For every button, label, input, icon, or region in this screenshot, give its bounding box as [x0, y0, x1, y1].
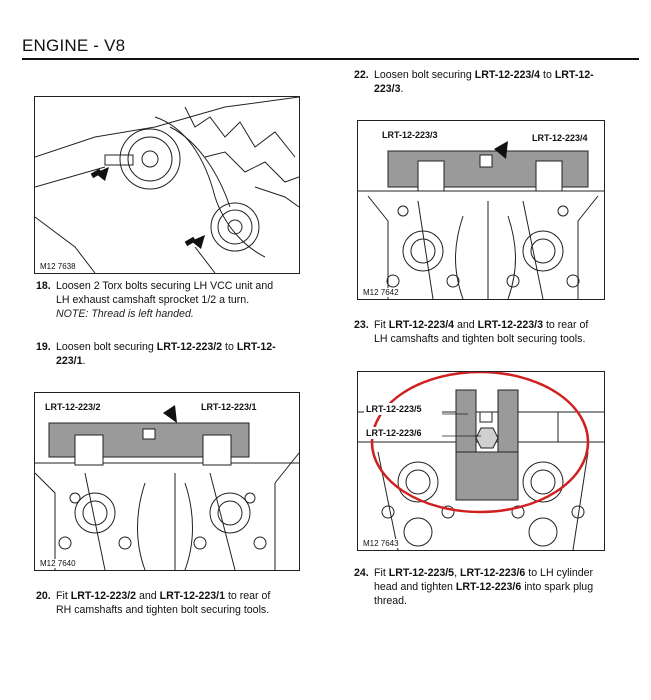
figure-lh-camshaft-tools: LRT-12-223/3 LRT-12-223/4 M12 7642: [357, 120, 605, 300]
page-title: ENGINE - V8: [22, 36, 126, 55]
lh-camshaft-illustration: LRT-12-223/3 LRT-12-223/4: [358, 130, 604, 299]
note-text: NOTE: Thread is left handed.: [56, 308, 194, 320]
label-lrt-12-223-2: LRT-12-223/2: [45, 402, 101, 412]
figure-code: M12 7638: [39, 262, 77, 271]
label-lrt-12-223-5: LRT-12-223/5: [366, 404, 422, 414]
figure-code: M12 7642: [362, 288, 400, 297]
label-lrt-12-223-3: LRT-12-223/3: [382, 130, 438, 140]
figure-vcc-sprocket: M12 7638: [34, 96, 300, 274]
figure-code: M12 7640: [39, 559, 77, 568]
lh-cylinder-head-illustration: LRT-12-223/5 LRT-12-223/6: [358, 372, 604, 550]
label-lrt-12-223-4: LRT-12-223/4: [532, 133, 588, 143]
label-lrt-12-223-1: LRT-12-223/1: [201, 402, 257, 412]
label-lrt-12-223-6: LRT-12-223/6: [366, 428, 422, 438]
header-rule: [22, 58, 639, 60]
figure-rh-camshaft-tools: LRT-12-223/2 LRT-12-223/1 M12 7640: [34, 392, 300, 571]
vcc-sprocket-illustration: [35, 97, 299, 273]
rh-camshaft-illustration: LRT-12-223/2 LRT-12-223/1: [35, 402, 299, 570]
figure-lh-cylinder-head-tools: LRT-12-223/5 LRT-12-223/6 M12 7643: [357, 371, 605, 551]
figure-code: M12 7643: [362, 539, 400, 548]
